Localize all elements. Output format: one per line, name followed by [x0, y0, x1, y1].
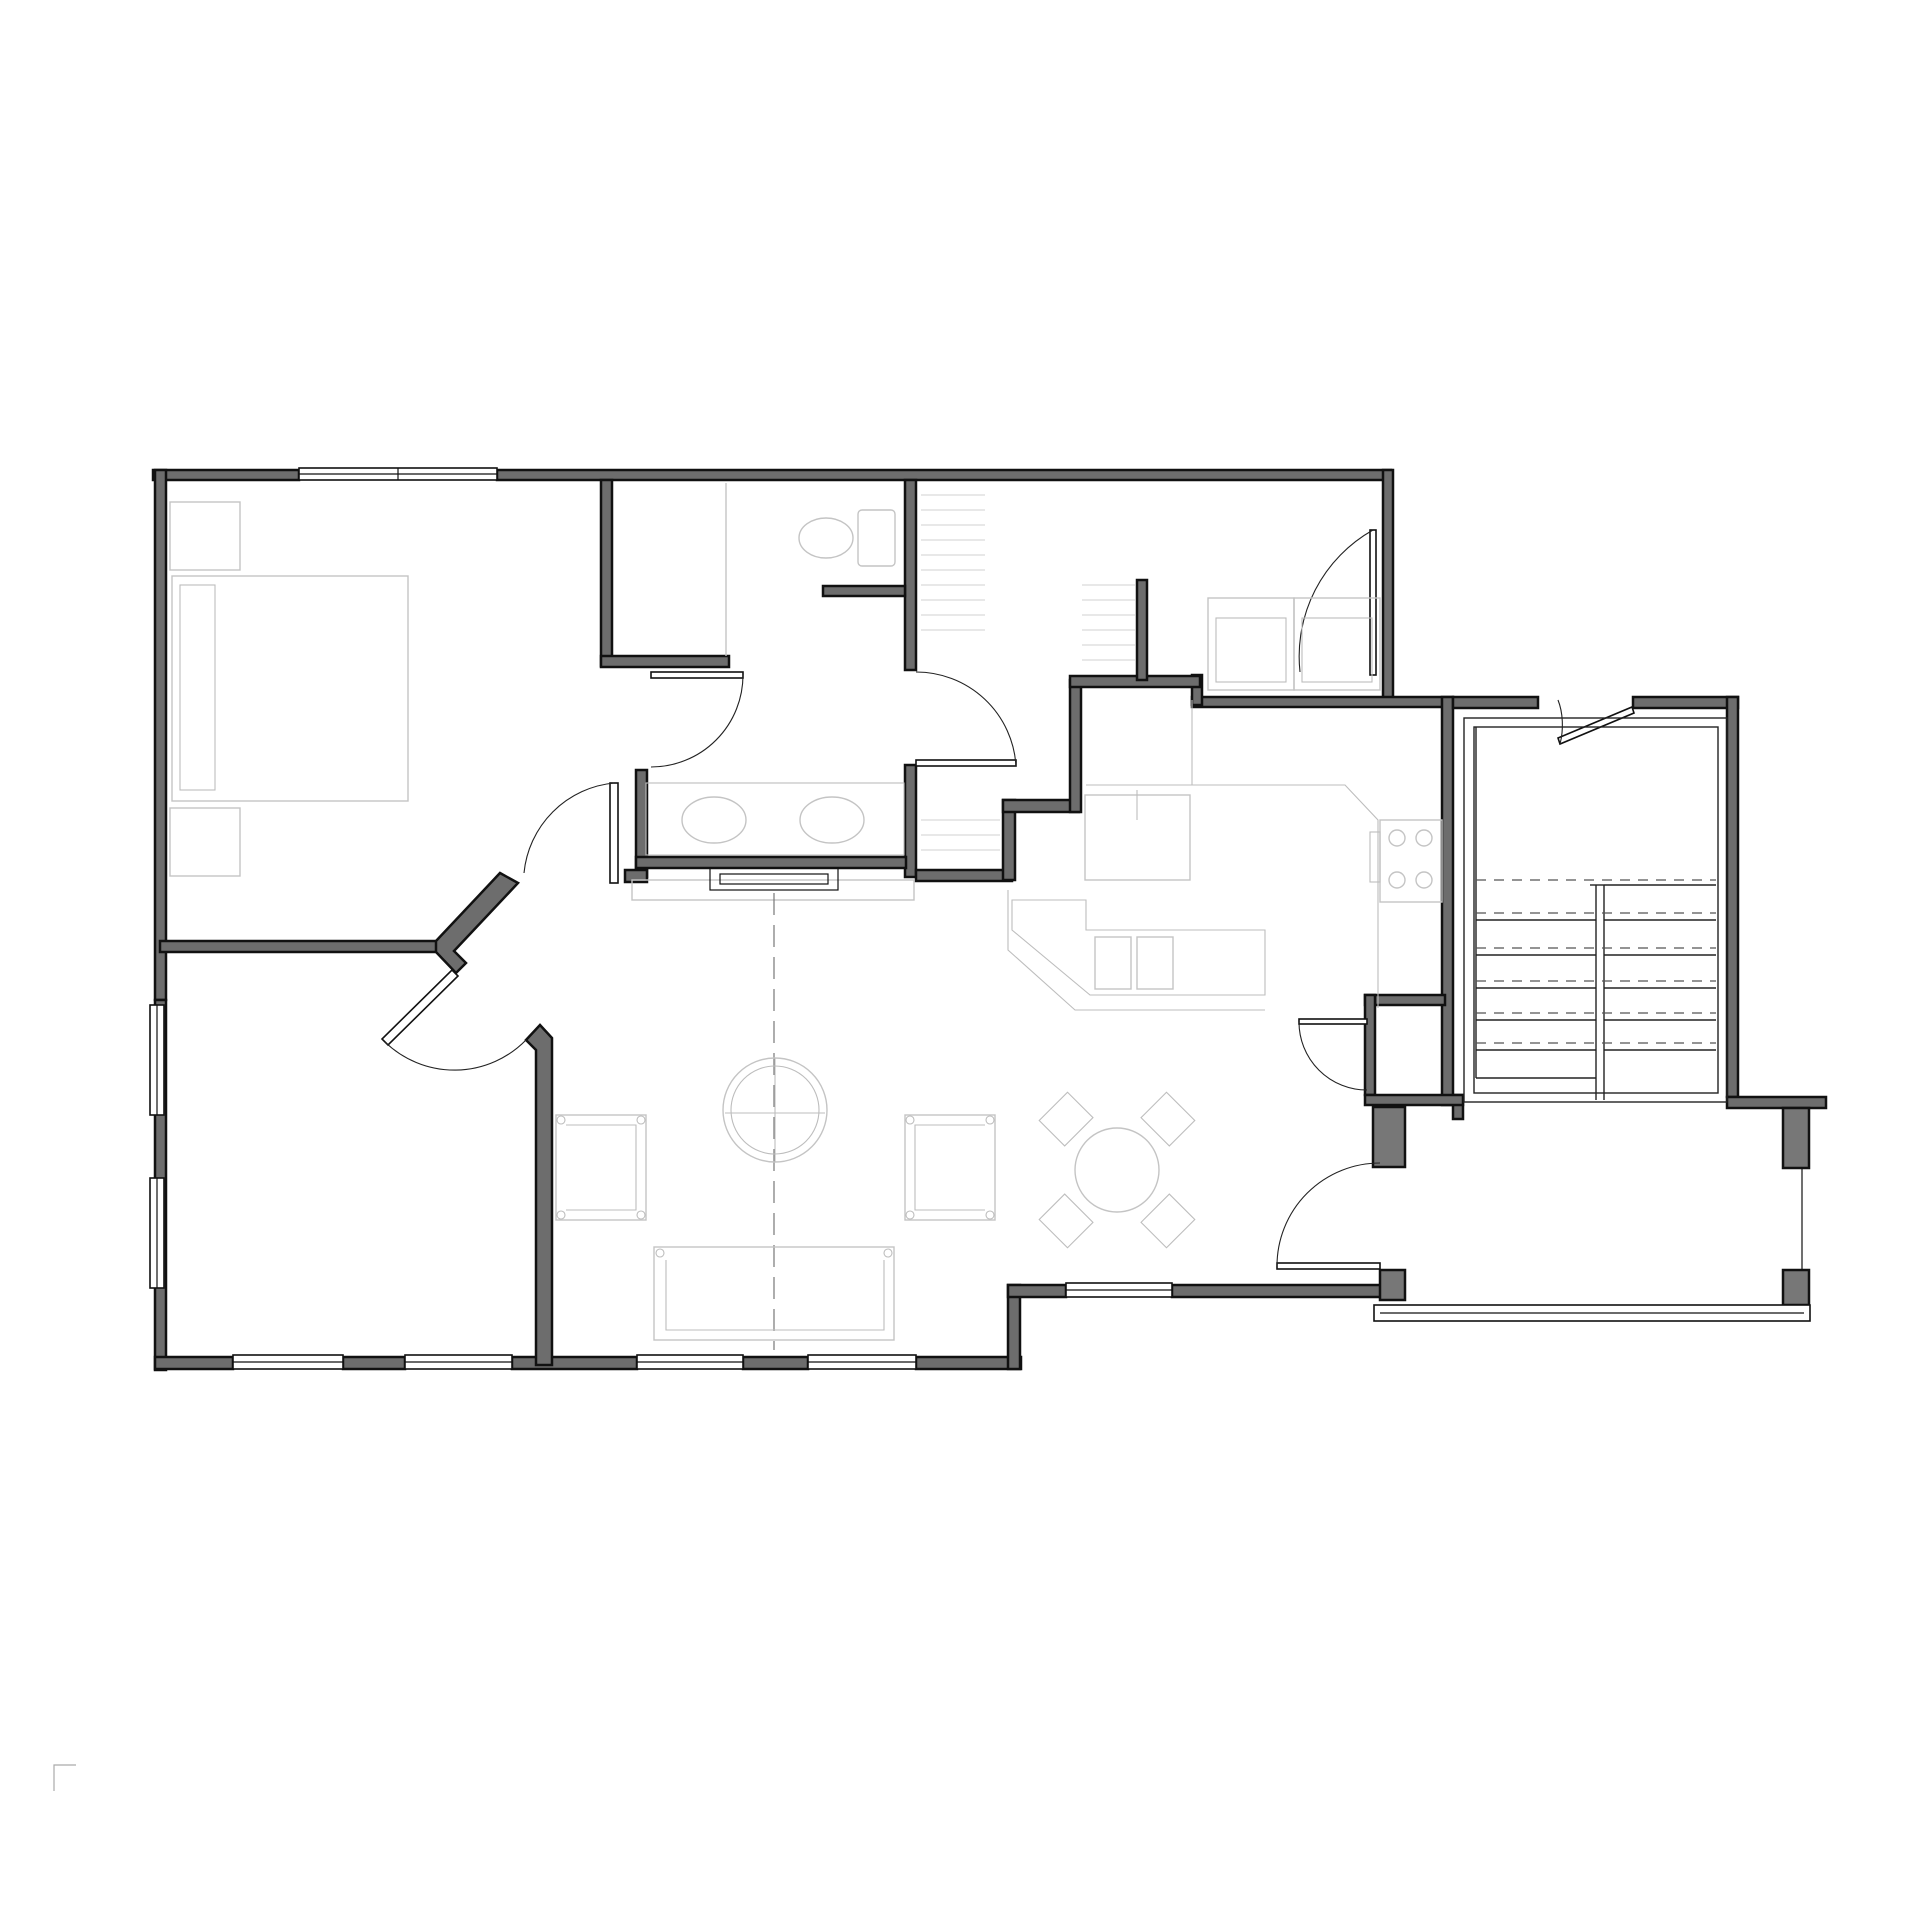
wall-bath-stub — [821, 584, 907, 598]
wall-closet-left — [1363, 993, 1377, 1097]
door-laundry — [1298, 529, 1377, 676]
dryer-icon — [1293, 597, 1381, 691]
doors — [380, 529, 1635, 1270]
laundry-furniture — [921, 494, 1381, 851]
window-left-1 — [149, 1004, 165, 1116]
kitchen-sink-icon — [1094, 936, 1174, 990]
wall-closet1-left — [599, 478, 614, 668]
wall-pantry-bottom — [914, 868, 1014, 883]
wall-top-left — [151, 468, 301, 482]
bedroom-1-furniture — [169, 501, 409, 877]
armchair-icon — [904, 1114, 996, 1221]
window-bottom-2 — [404, 1354, 513, 1370]
door-bedroom-1 — [523, 782, 619, 884]
window-left-2 — [149, 1177, 165, 1289]
wall-closet1-bottom — [599, 654, 731, 669]
door-stair — [1557, 699, 1635, 746]
wall-bath-pier — [623, 868, 649, 884]
corner-mark — [53, 1764, 76, 1791]
door-closet-entry — [1298, 1018, 1368, 1091]
door-closet — [650, 671, 744, 768]
wall-bed-divider — [158, 939, 444, 954]
wall-entry-lower — [1378, 1268, 1407, 1302]
wall-stair-right — [1725, 695, 1740, 1099]
wall-stair-ledge — [1725, 1095, 1828, 1110]
kitchen-island — [1011, 899, 1266, 996]
wall-zig-3 — [1068, 678, 1083, 814]
wall-closet-top — [1363, 993, 1447, 1007]
door-bathroom — [915, 671, 1017, 767]
window-bottom-3 — [636, 1354, 744, 1370]
door-bedroom-2 — [380, 968, 527, 1071]
wall-bottom-3 — [510, 1355, 639, 1371]
window-top — [298, 467, 498, 481]
wall-closet-bottom — [1363, 1093, 1465, 1107]
wall-kitchen-right — [1440, 695, 1455, 1107]
fireplace-icon — [631, 867, 915, 901]
wall-bath-right-lower — [903, 763, 918, 879]
nightstand-icon — [169, 807, 241, 877]
wall-zig-5 — [1135, 578, 1149, 682]
toilet-icon — [798, 509, 896, 567]
wall-entry-upper — [1371, 1105, 1407, 1169]
wall-porch-right-upper — [1781, 1106, 1811, 1170]
stair-icon — [1463, 717, 1728, 1103]
range-icon — [1369, 819, 1443, 903]
window-bottom-1 — [232, 1354, 344, 1370]
wall-angled-bed1 — [434, 871, 521, 975]
wall-bottom-2 — [341, 1355, 407, 1371]
door-entry — [1276, 1162, 1381, 1270]
wall-bath-bottom — [634, 855, 908, 870]
window-bottom-4 — [807, 1354, 917, 1370]
dining-set-icon — [1038, 1091, 1196, 1249]
wall-angled-bed2 — [524, 1023, 554, 1367]
kitchen — [1007, 700, 1443, 1011]
wall-left-upper — [153, 468, 168, 1002]
sofa-icon — [653, 1246, 895, 1341]
wall-stair-top-left — [1451, 695, 1540, 710]
shelf-hatch — [921, 494, 1135, 851]
wall-bottom-6 — [1170, 1283, 1394, 1299]
window-porch — [1373, 1168, 1811, 1322]
coffee-table-icon — [722, 1057, 828, 1163]
wall-laundry-bottom — [1190, 695, 1455, 709]
wall-laundry-right — [1381, 468, 1395, 708]
windows — [149, 467, 1811, 1370]
wall-zig-4 — [1068, 674, 1202, 689]
wall-bottom-4 — [741, 1355, 810, 1371]
wall-porch-right-lower — [1781, 1268, 1811, 1307]
wall-bottom-5 — [914, 1355, 1023, 1371]
wall-zig-2 — [1001, 798, 1081, 814]
washer-icon — [1207, 597, 1295, 691]
armchair-icon — [555, 1114, 647, 1221]
kitchen-counter-top — [1086, 784, 1379, 1008]
vanity-sink-icon — [645, 782, 905, 856]
wall-top — [495, 468, 1393, 482]
window-bottom-5 — [1065, 1282, 1173, 1298]
wall-bath-right-upper — [903, 478, 918, 672]
bed-icon — [171, 575, 409, 802]
wall-bottom-1 — [153, 1355, 235, 1371]
wall-step-top — [1006, 1283, 1068, 1299]
nightstand-icon — [169, 501, 241, 571]
wall-stair-top-right — [1631, 695, 1740, 710]
